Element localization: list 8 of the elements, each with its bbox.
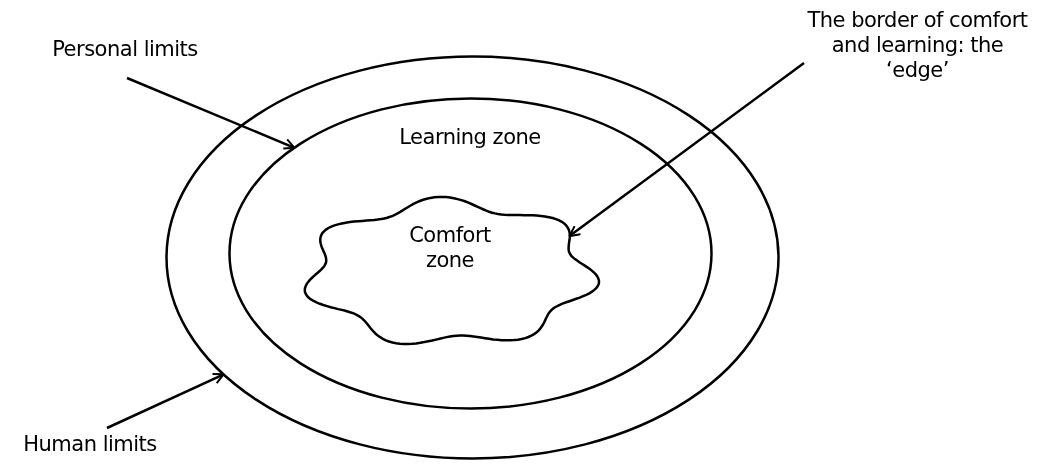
arrow — [568, 62, 805, 238]
callout-text: The border of comfort and learning: the ‘edge’ — [800, 8, 1035, 84]
arrow — [126, 76, 296, 150]
arrow — [106, 372, 225, 430]
zone-label: Learning zone — [398, 125, 542, 151]
zone-label: Comfort zone — [408, 223, 492, 274]
callout-text: Personal limits — [20, 37, 230, 63]
callout-text: Human limits — [5, 432, 175, 458]
